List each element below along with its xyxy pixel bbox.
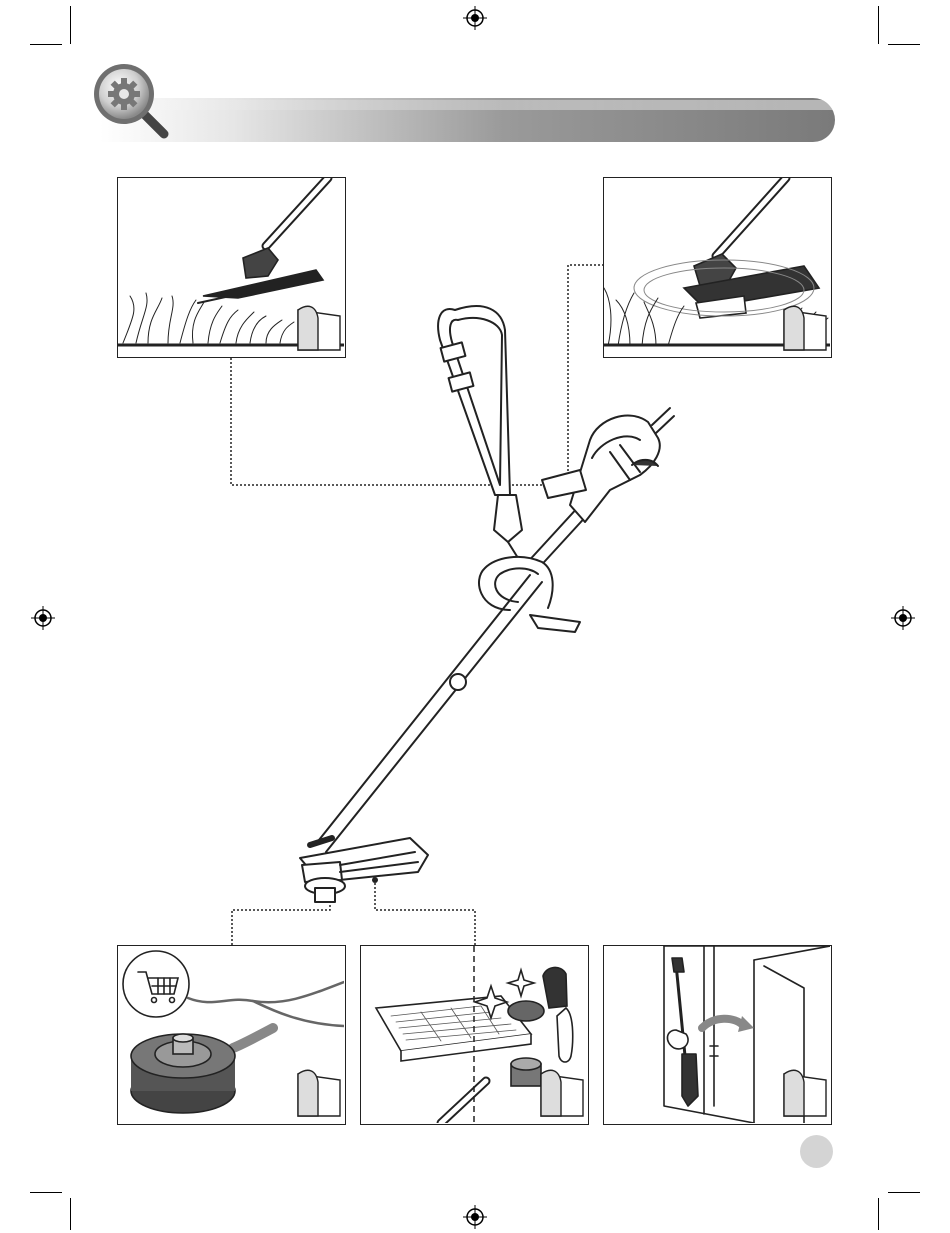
book-reference-icon bbox=[784, 306, 826, 350]
book-reference-icon bbox=[298, 306, 340, 350]
book-reference-icon bbox=[298, 1070, 340, 1116]
panel-cleaning bbox=[360, 945, 589, 1125]
grass-trimmer-illustration bbox=[280, 290, 680, 910]
page-number-badge bbox=[800, 1135, 833, 1168]
panel-spool-replacement bbox=[117, 945, 346, 1125]
panel-grass-trimming bbox=[603, 177, 832, 358]
shopping-cart-spool-icon bbox=[118, 946, 344, 1123]
hanging-trimmer bbox=[667, 958, 698, 1106]
brush-icon bbox=[543, 967, 573, 1062]
book-reference-icon bbox=[784, 1070, 826, 1116]
curved-arrow-icon bbox=[702, 1016, 754, 1032]
panel-edge-cutting bbox=[117, 177, 346, 358]
brush-cleaning-guard-icon bbox=[361, 946, 587, 1123]
book-reference-icon bbox=[541, 1070, 583, 1116]
trimmer-head-cutting-grass-icon bbox=[604, 178, 830, 356]
panel-storage bbox=[603, 945, 832, 1125]
wall-hanging-storage-icon bbox=[604, 946, 830, 1123]
trimmer-head-tilted-edging-icon bbox=[118, 178, 344, 356]
